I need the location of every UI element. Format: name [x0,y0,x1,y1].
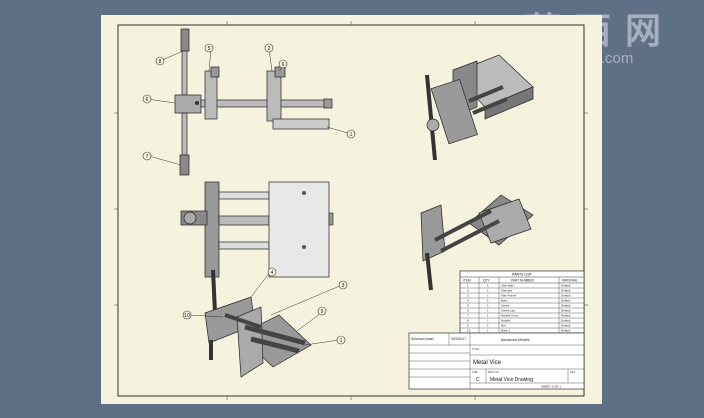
parts-list-header: ITEM [463,279,471,283]
balloon-label: 8 [159,59,162,65]
title-block-title: Metal Vice [473,360,502,366]
parts-list-title: PARTS LIST [512,273,533,277]
parts-list-cell: Bolts 1 [501,329,511,333]
top-view [180,181,334,278]
parts-list-cell: Screw cap [501,309,515,313]
parts-list-cell: Default [561,319,571,323]
parts-list-cell: Vise jaw [501,289,513,293]
parts-list-cell: Default [561,284,571,288]
parts-list-cell: 7 [467,314,469,318]
parts-list-cell: Bolts [501,299,508,303]
parts-list: PARTS LIST ITEM QTY PART NUMBER MATERIAL… [459,270,585,334]
iso-view-2 [420,194,534,291]
balloon-label: 7 [146,154,149,160]
parts-list-cell: Default [561,294,571,298]
parts-list-cell: 2 [467,289,469,293]
balloon-group [142,43,356,345]
balloon-label: 10 [184,313,190,319]
parts-list-cell: Nut [501,324,506,328]
title-block-company: Advanced Models [501,338,530,342]
drawing-canvas: 8 5 2 6 6 7 1 4 3 10 9 1 [114,21,588,400]
parts-list-cell: Default [561,304,571,308]
title-block-dwg-label: DWG NO [488,370,499,374]
balloon-label: 1 [340,338,343,344]
parts-list-cell: 1 [487,324,489,328]
parts-list-cell: Default [561,329,571,333]
title-block-size: C [476,377,480,383]
parts-list-cell: Handle Knob [501,314,519,318]
balloon-label: 3 [342,283,345,289]
balloon-label: 4 [271,270,274,276]
parts-list-cell: 1 [467,284,469,288]
parts-list-cell: 1 [487,309,489,313]
parts-list-cell: Screw [501,304,510,308]
title-block-date: 3/20/2017 [451,337,466,341]
title-block-size-label: SIZE [472,370,478,374]
parts-list-cell: Default [561,314,571,318]
side-view [174,28,333,176]
title-block-dwg-no: Metal Vice Drawing [490,377,533,383]
parts-list-header: PART NUMBER [511,279,535,283]
parts-list-cell: 1 [487,314,489,318]
parts-list-cell: 3 [467,294,469,298]
parts-list-cell: 9 [467,324,469,328]
parts-list-cell: 5 [467,304,469,308]
title-block-title-label: TITLE [472,347,479,351]
title-block: Solomon Israel 3/20/2017 Advanced Models… [408,332,585,390]
parts-list-cell: 1 [487,319,489,323]
parts-list-cell: Default [561,324,571,328]
parts-list-cell: 10 [467,329,471,333]
parts-list-cell: 1 [487,284,489,288]
parts-list-cell: 1 [487,299,489,303]
exploded-view [204,269,312,378]
parts-list-cell: Default [561,299,571,303]
parts-list-cell: 1 [487,289,489,293]
parts-list-cell: 6 [467,309,469,313]
parts-list-cell: Handle [501,319,511,323]
parts-list-cell: Vise slide [501,284,514,288]
balloon-label: 9 [321,309,324,315]
parts-list-cell: Vise Frame [501,294,517,298]
title-block-rev-label: REV [570,370,576,374]
parts-list-cell: Default [561,289,571,293]
parts-list-header: MATERIAL [562,279,578,283]
balloon-label: 5 [208,46,211,52]
parts-list-cell: Default [561,309,571,313]
parts-list-cell: 4 [467,299,469,303]
balloon-label: 6 [282,62,285,68]
iso-view-1 [425,54,534,161]
parts-list-cell: 1 [487,304,489,308]
parts-list-cell: 1 [487,294,489,298]
parts-list-cell: 1 [487,329,489,333]
drawing-sheet: 8 5 2 6 6 7 1 4 3 10 9 1 [101,15,602,404]
parts-list-header: QTY [483,279,490,283]
balloon-label: 6 [146,97,149,103]
title-block-sheet: SHEET 1 OF 1 [541,385,561,389]
balloon-label: 2 [268,46,271,52]
title-block-designer: Solomon Israel [411,337,434,341]
parts-list-cell: 8 [467,319,469,323]
balloon-label: 1 [350,132,353,138]
